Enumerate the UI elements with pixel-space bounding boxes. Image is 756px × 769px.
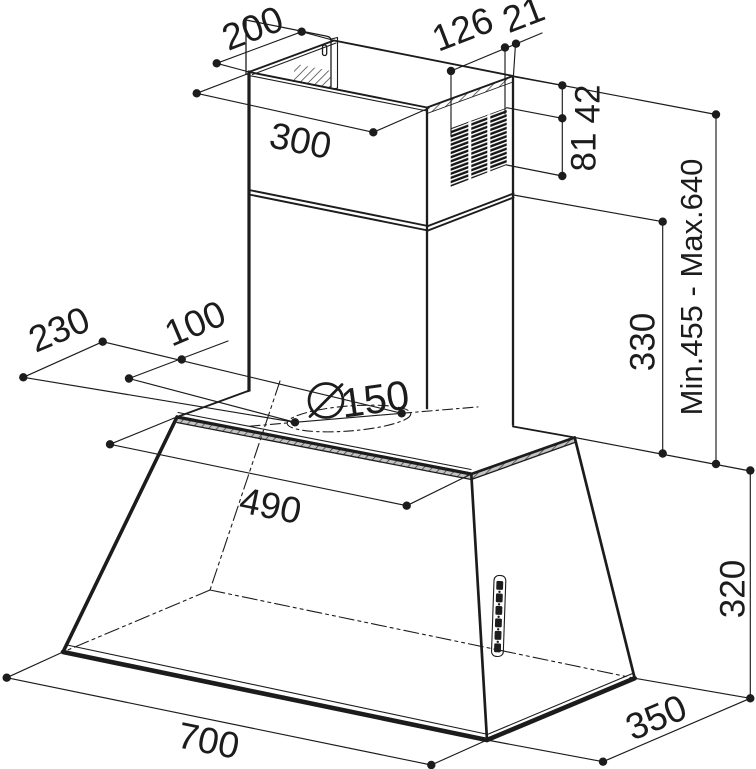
control-strip-outline xyxy=(490,574,507,658)
sleeve-bottom-right-edge xyxy=(427,192,515,227)
dimension-lines xyxy=(6,31,751,766)
dim-label-duct-rear-offset: 230 xyxy=(23,299,96,361)
chimney-front-face xyxy=(249,72,427,461)
hood-bottom-left-edge-hidden xyxy=(62,589,211,653)
rim-front-top-edge xyxy=(175,415,473,476)
rim-right-top-edge xyxy=(469,436,577,476)
dim-line-200 xyxy=(216,31,303,64)
dim-line-490 xyxy=(109,443,408,507)
vent-grille xyxy=(450,107,507,187)
dim-line-300 xyxy=(196,92,374,133)
dimension-dots xyxy=(2,27,755,769)
hood-top-surface xyxy=(177,381,575,474)
hood-bottom-inner-front-edge xyxy=(66,644,487,735)
dim-label-chimney-height-range: Min.455 - Max.640 xyxy=(674,159,709,416)
chimney-top-right-edge xyxy=(426,75,514,109)
dim-label-hood-height: 320 xyxy=(713,560,752,618)
dimension-extension-lines xyxy=(6,31,751,766)
duct-hole xyxy=(249,382,479,433)
hood-body xyxy=(60,381,637,743)
hood-front-face xyxy=(63,417,487,740)
chimney-top-front-hem xyxy=(248,74,428,112)
rim-back-edge-visible xyxy=(512,425,576,439)
hood-bottom-front-edge xyxy=(60,649,490,743)
dim-label-hood-width: 700 xyxy=(174,715,243,767)
dim-label-grille-top-offset: 42 xyxy=(568,85,607,124)
dim-label-grille-width: 126 xyxy=(426,0,498,60)
duct-centerline-left xyxy=(249,421,296,427)
dim-line-700 xyxy=(6,677,432,766)
chimney xyxy=(247,39,515,465)
bracket-plate-thickness xyxy=(330,36,339,91)
rim-left-edge xyxy=(176,390,249,418)
chimney-top-front-edge xyxy=(248,71,428,109)
bracket-slot xyxy=(321,44,328,57)
hood-front-right-slant-edge xyxy=(469,472,489,742)
dim-label-grille-height: 81 xyxy=(564,133,603,172)
diameter-symbol-icon xyxy=(307,382,345,419)
dim-line-350 xyxy=(602,697,751,763)
dim-line-126-21 xyxy=(450,32,543,72)
hood-bottom-right-edge xyxy=(484,676,637,743)
dim-label-bracket-depth: 200 xyxy=(216,0,288,59)
chimney-top-left-edge xyxy=(248,39,335,73)
control-strip xyxy=(490,574,507,658)
sleeve-bottom-front-edge2 xyxy=(248,193,429,232)
sleeve-bottom-front-edge xyxy=(248,189,429,227)
dim-label-grille-back-gap: 21 xyxy=(497,0,550,41)
hood-bottom-back-edge-hidden xyxy=(209,589,636,679)
hood-bottom-inner-right-edge xyxy=(487,672,634,735)
dim-label-hood-depth: 350 xyxy=(620,687,693,749)
dim-label-duct-front-offset: 100 xyxy=(159,293,232,355)
dim-label-duct-diameter: 150 xyxy=(338,372,412,427)
chimney-top-left-inner-edge xyxy=(251,42,337,76)
rim-front-bottom-edge xyxy=(176,421,472,481)
chimney-top-back-edge xyxy=(333,39,514,77)
dim-line-230 xyxy=(22,341,104,378)
sleeve-bottom-right-edge2 xyxy=(427,196,515,232)
hood-front-left-slant-edge xyxy=(61,415,179,654)
hood-back-right-slant-edge xyxy=(573,436,637,680)
duct-diameter-line xyxy=(294,412,403,423)
hood-right-face xyxy=(471,437,635,740)
chimney-right-face xyxy=(427,76,513,461)
rim-upper-parallel-line xyxy=(177,411,472,471)
duct-centerline-right xyxy=(401,406,479,414)
rim-right-bottom-edge xyxy=(470,441,576,481)
dim-label-lower-chimney-height: 330 xyxy=(623,313,662,371)
